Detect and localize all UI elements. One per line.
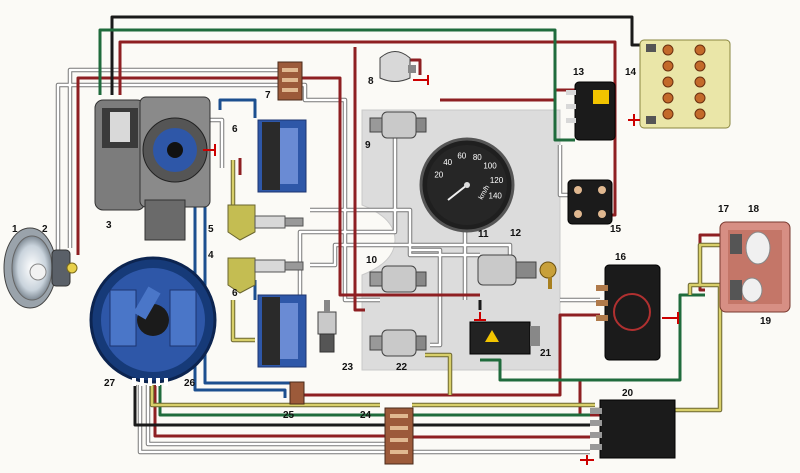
- label-21: 21: [540, 348, 552, 359]
- label-6: 6: [232, 124, 238, 135]
- speedometer-tick: 100: [483, 162, 497, 171]
- ignition-switch: [477, 254, 557, 289]
- speedometer-tick: 120: [490, 176, 504, 185]
- battery: [628, 39, 731, 129]
- label-16: 16: [615, 252, 627, 263]
- ignition-coil-top: [257, 119, 307, 193]
- label-19: 19: [760, 316, 772, 327]
- label-18: 18: [748, 204, 760, 215]
- voltage-regulator: [566, 81, 616, 141]
- label-27: 27: [104, 378, 116, 389]
- connector-24: [384, 407, 414, 465]
- label-9: 9: [365, 140, 371, 151]
- white-wires: [55, 67, 600, 455]
- switch-block: [469, 321, 540, 355]
- module-16: [596, 264, 679, 361]
- indicator-lamp-9: [369, 111, 427, 139]
- taillight: [719, 221, 791, 313]
- component-labels: 1 2 3 4 5 6 6 7 8 9 10 11 12 13 14 15 16…: [12, 67, 772, 421]
- label-20: 20: [622, 388, 634, 399]
- spark-plug-lower: [227, 257, 304, 294]
- horn: [379, 51, 416, 82]
- label-14: 14: [625, 67, 637, 78]
- label-15: 15: [610, 224, 622, 235]
- speedometer-tick: 40: [443, 158, 452, 167]
- speedometer-tick: 20: [434, 171, 443, 180]
- generator-unit: [94, 96, 216, 241]
- label-3: 3: [106, 220, 112, 231]
- ground-symbols: [413, 75, 486, 321]
- label-10: 10: [366, 255, 378, 266]
- module-20: [580, 399, 676, 465]
- label-26: 26: [184, 378, 196, 389]
- green-wires: [98, 28, 705, 417]
- label-8: 8: [368, 76, 374, 87]
- indicator-lamp-10: [369, 265, 427, 293]
- spark-plug-upper: [227, 204, 304, 241]
- ignition-coil-bottom: [257, 294, 307, 368]
- speedometer-tick: 60: [457, 152, 466, 161]
- connector-25: [289, 381, 305, 405]
- speedometer-tick: 80: [473, 153, 482, 162]
- label-7: 7: [265, 90, 271, 101]
- brake-switch: [317, 300, 337, 353]
- label-12: 12: [510, 228, 522, 239]
- label-1: 1: [12, 224, 18, 235]
- label-22: 22: [396, 362, 408, 373]
- relay-15: [567, 179, 613, 225]
- label-6b: 6: [232, 288, 238, 299]
- label-5: 5: [208, 224, 214, 235]
- label-25: 25: [283, 410, 295, 421]
- label-4: 4: [208, 250, 214, 261]
- label-23: 23: [342, 362, 354, 373]
- label-11: 11: [478, 229, 489, 240]
- connector-7: [277, 61, 303, 101]
- indicator-lamp-22: [369, 329, 427, 357]
- headlight: [3, 227, 78, 309]
- label-13: 13: [573, 67, 585, 78]
- label-2: 2: [42, 224, 48, 235]
- black-wires: [110, 15, 645, 427]
- label-17: 17: [718, 204, 730, 215]
- label-24: 24: [360, 410, 372, 421]
- alternator-stator: [89, 256, 217, 386]
- speedometer-tick: 140: [489, 191, 503, 200]
